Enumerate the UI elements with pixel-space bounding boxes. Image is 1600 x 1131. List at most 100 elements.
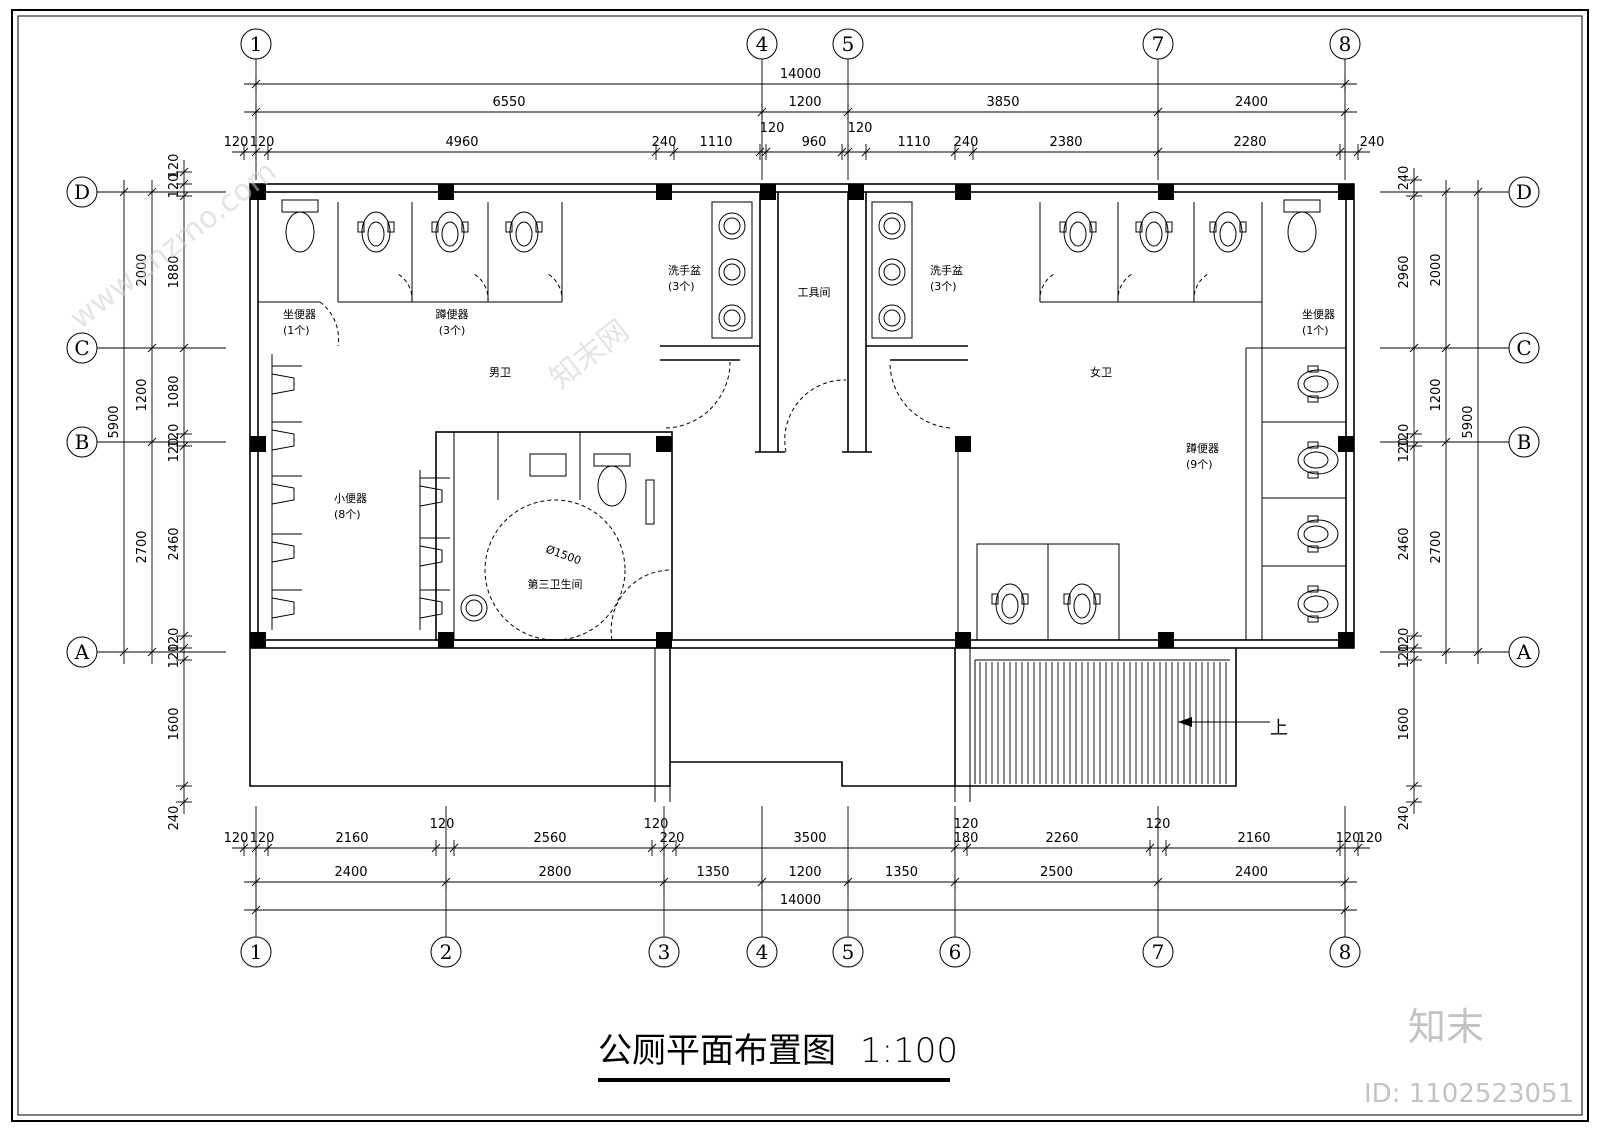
dim-left-inner-label: 2460: [167, 527, 182, 560]
axis-label-right: C: [1516, 336, 1531, 360]
dim-bottom-row1-label: 180: [954, 831, 979, 846]
dim-right-inner-label: 2960: [1397, 255, 1412, 288]
dim-bottom-row1-label: 2160: [1237, 831, 1270, 846]
men-sink-count: (3个): [668, 280, 695, 293]
dim-left-inner-slash: [179, 179, 189, 189]
third-room-sink: [460, 594, 488, 622]
structural-column: [955, 632, 971, 648]
structural-column: [955, 184, 971, 200]
dim-right-inner-label: 2460: [1397, 527, 1412, 560]
dim-bottom-row1-slash: [449, 843, 459, 853]
dim-bottom-row2-label: 2400: [1235, 865, 1268, 880]
turning-circle-label: Ø1500: [544, 543, 583, 568]
women-squat-count: (9个): [1186, 458, 1213, 471]
dim-left-inner-slash: [179, 781, 189, 791]
title-main: 公厕平面布置图: [598, 1031, 836, 1071]
structural-column: [760, 184, 776, 200]
dim-right-inner-slash: [1409, 191, 1419, 201]
stair-up-label: 上: [1270, 718, 1288, 739]
men-urinal-count: (8个): [334, 508, 361, 521]
dim-right-mid-label: 2000: [1429, 253, 1444, 286]
dim-bottom-row1-slash: [647, 843, 657, 853]
dim-right-mid-label: 2700: [1429, 530, 1444, 563]
dim-left-inner-label: 120: [167, 154, 182, 179]
dim-top-row3-slash: [968, 147, 978, 157]
dim-top-row3-label: 120: [848, 121, 873, 136]
women-sink-count: (3个): [930, 280, 957, 293]
women-seat-toilet: [1283, 199, 1321, 253]
women-squat-label: 蹲便器: [1186, 441, 1219, 455]
dim-bottom-row1-slash: [962, 843, 972, 853]
dim-left-inner-label: 120: [167, 174, 182, 199]
third-room-urinal: [529, 453, 567, 477]
dim-left-inner-slash: [179, 441, 189, 451]
structural-column: [656, 184, 672, 200]
dim-top-row3-label: 2280: [1233, 135, 1266, 150]
third-room-toilet: [593, 453, 631, 507]
dim-bottom-row1-label: 120: [644, 817, 669, 832]
dim-top-row3-label: 1110: [699, 135, 732, 150]
drawing-frame: [11, 9, 1589, 1122]
men-seat-count: (1个): [283, 324, 310, 337]
structural-column: [656, 632, 672, 648]
dim-bottom-overall-label: 14000: [780, 893, 821, 908]
dim-left-inner-slash: [179, 191, 189, 201]
structural-column: [848, 184, 864, 200]
women-squat-toilet: [1135, 211, 1173, 253]
women-squat-toilet: [1063, 583, 1101, 625]
men-urinal: [271, 475, 302, 505]
dim-left-inner-label: 120: [167, 438, 182, 463]
structural-column: [1158, 184, 1174, 200]
women-squat-toilet: [1059, 211, 1097, 253]
dim-bottom-row1-label: 2160: [335, 831, 368, 846]
men-squat-toilet: [357, 211, 395, 253]
axis-label-top: 7: [1152, 32, 1165, 56]
dim-left-inner-label: 1080: [167, 375, 182, 408]
dim-left-mid-label: 2700: [135, 530, 150, 563]
dim-bottom-row1-label: 120: [224, 831, 249, 846]
dim-right-inner-label: 120: [1397, 628, 1412, 653]
men-urinal-label: 小便器: [334, 492, 367, 505]
building-walls: [249, 183, 1355, 802]
dim-top-row3-slash: [239, 147, 249, 157]
dim-top-row3-slash: [1335, 147, 1345, 157]
dim-top-row3-slash: [651, 147, 661, 157]
men-urinal: [271, 421, 302, 451]
dim-right-inner-label: 1600: [1397, 707, 1412, 740]
structural-column: [438, 184, 454, 200]
axis-label-top: 5: [842, 32, 855, 56]
tool-room-label: 工具间: [798, 286, 831, 299]
dim-top-row3-slash: [837, 147, 847, 157]
stair-hatch: [974, 659, 1230, 784]
women-sink: [878, 258, 906, 286]
title-scale: 1:100: [860, 1031, 958, 1071]
dim-left-inner-label: 240: [167, 806, 182, 831]
dim-bottom-row1-label: 120: [430, 817, 455, 832]
axis-label-right: D: [1516, 180, 1532, 204]
dim-bottom-row1-label: 3500: [793, 831, 826, 846]
dim-left-inner-slash: [179, 643, 189, 653]
women-seat-count: (1个): [1302, 324, 1329, 337]
dim-top-row3-label: 240: [1360, 135, 1385, 150]
dim-right-inner-label: 120: [1397, 438, 1412, 463]
dim-right-inner-slash: [1409, 797, 1419, 807]
men-urinal: [271, 533, 302, 563]
dim-left-inner-slash: [179, 167, 189, 177]
axis-label-left: B: [75, 430, 90, 454]
dim-left-inner-label: 1880: [167, 255, 182, 288]
axis-label-left: D: [74, 180, 90, 204]
dim-left-outer-label: 5900: [107, 405, 122, 438]
axis-label-bottom: 4: [756, 940, 769, 964]
dim-bottom-row2-label: 2800: [538, 865, 571, 880]
dim-right-inner-slash: [1409, 781, 1419, 791]
men-squat-toilet: [505, 211, 543, 253]
dim-top-row2-label: 2400: [1235, 95, 1268, 110]
women-seat-label: 坐便器: [1302, 308, 1335, 321]
dim-left-mid-label: 2000: [135, 253, 150, 286]
dim-bottom-row1-label: 120: [1358, 831, 1383, 846]
axis-label-bottom: 8: [1339, 940, 1352, 964]
dim-bottom-row1-label: 120: [1146, 817, 1171, 832]
drawing-inner-frame: [17, 15, 1583, 1116]
watermark-brand: 知末网: [543, 313, 635, 396]
